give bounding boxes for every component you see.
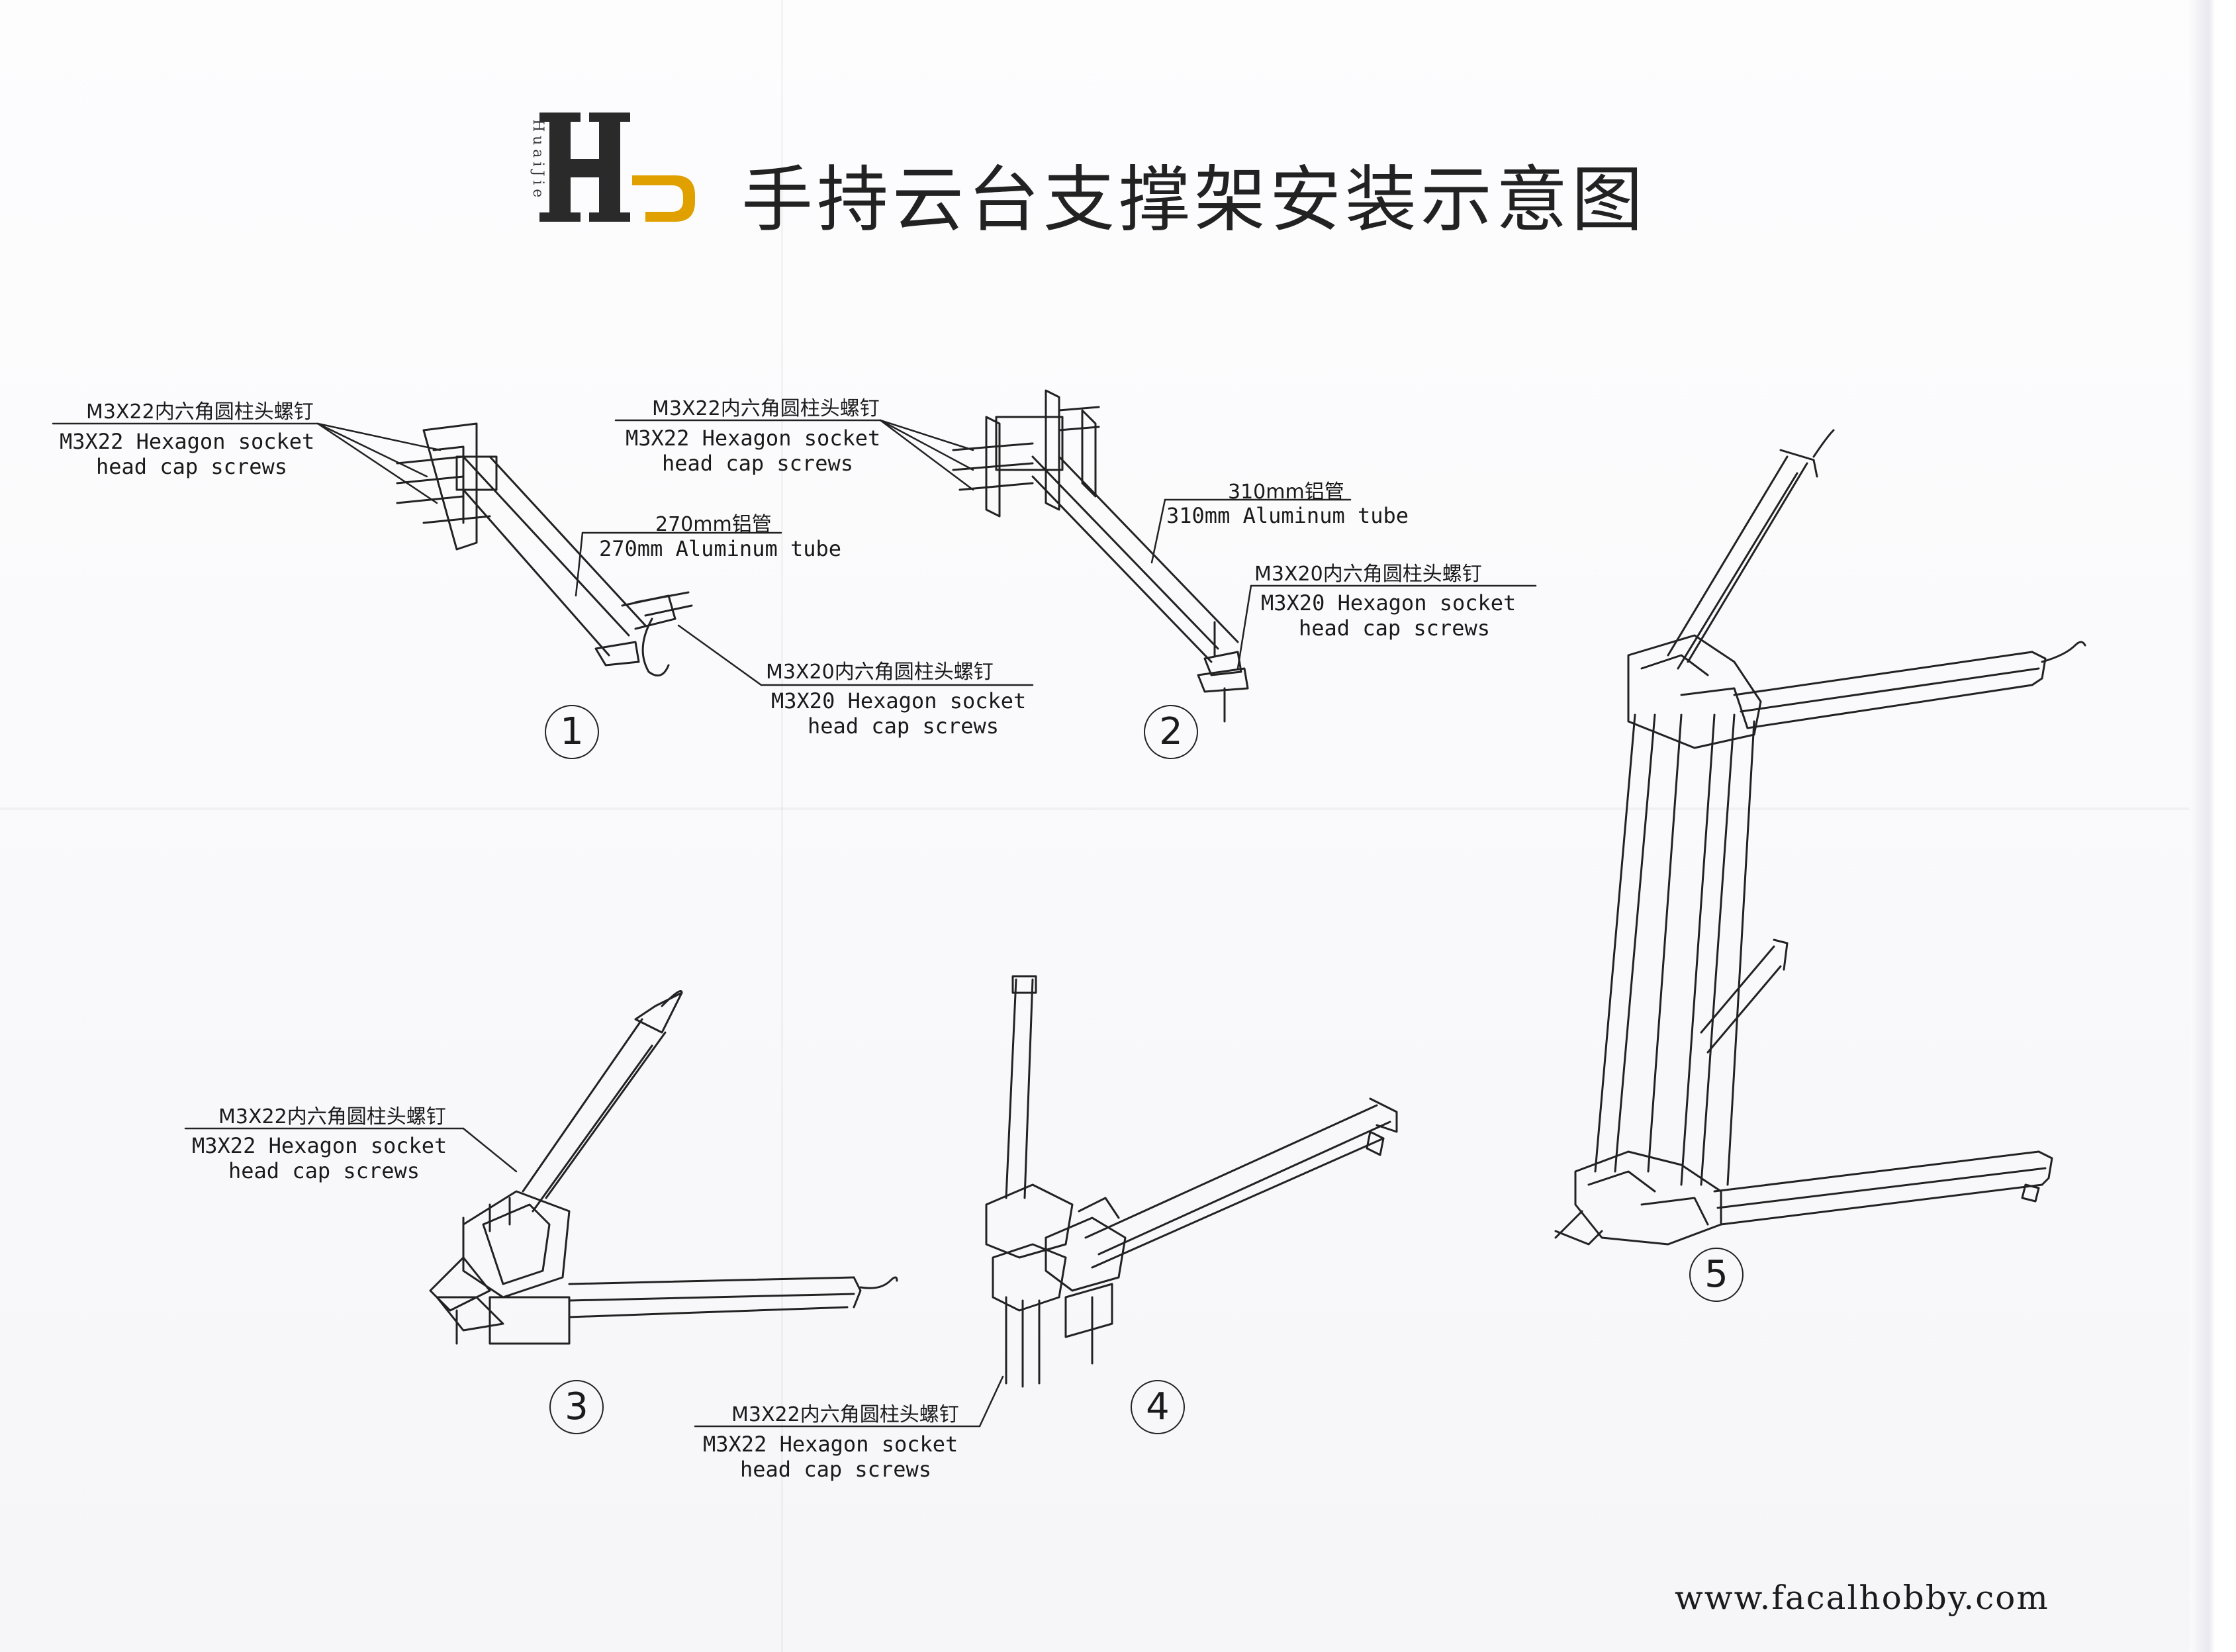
page-title: 手持云台支撑架安装示意图	[741, 159, 1648, 242]
s1-screw-top-cn: M3X22内六角圆柱头螺钉	[86, 400, 314, 424]
step-number-1: 1	[545, 705, 599, 759]
s1-screw-bot-en1: M3X20 Hexagon socket	[771, 688, 1027, 713]
logo-vertical-text: HuaiJie	[530, 119, 546, 202]
s4-screw-cn: M3X22内六角圆柱头螺钉	[731, 1403, 959, 1426]
s2-screw-top-en2: head cap screws	[662, 451, 853, 476]
step-number-3: 3	[549, 1380, 604, 1434]
s3-screw-cn: M3X22内六角圆柱头螺钉	[218, 1105, 446, 1128]
s3-screw-en1: M3X22 Hexagon socket	[192, 1133, 447, 1158]
s1-tube-cn: 270mm铝管	[655, 513, 772, 536]
s4-screw-en2: head cap screws	[740, 1457, 931, 1482]
step2-drawing	[952, 389, 1249, 723]
website-url: www.facalhobby.com	[1675, 1579, 2049, 1617]
paper-edge	[2190, 0, 2236, 1652]
s1-screw-top-en2: head cap screws	[96, 454, 287, 479]
step4-drawing	[985, 975, 1398, 1388]
step3-drawing	[429, 990, 898, 1345]
s2-tube-cn: 310mm铝管	[1228, 481, 1344, 504]
s2-screw-top-cn: M3X22内六角圆柱头螺钉	[652, 397, 880, 420]
s1-screw-top-en1: M3X22 Hexagon socket	[60, 429, 315, 454]
s4-screw-en1: M3X22 Hexagon socket	[703, 1432, 958, 1457]
s2-screw-bot-en2: head cap screws	[1299, 616, 1490, 641]
s1-screw-bot-en2: head cap screws	[808, 713, 999, 739]
s2-screw-bot-cn: M3X20内六角圆柱头螺钉	[1254, 563, 1482, 586]
leader-lines	[52, 419, 1537, 1428]
step-number-4: 4	[1131, 1380, 1185, 1434]
step1-drawing	[396, 422, 693, 677]
s2-tube-en: 310mm Aluminum tube	[1166, 503, 1409, 528]
step5-drawing	[1554, 429, 2086, 1246]
brand-logo	[539, 113, 695, 222]
step-number-2: 2	[1144, 705, 1198, 759]
s2-screw-bot-en1: M3X20 Hexagon socket	[1261, 590, 1516, 616]
s3-screw-en2: head cap screws	[228, 1158, 420, 1183]
s2-screw-top-en1: M3X22 Hexagon socket	[626, 426, 881, 451]
s1-screw-bot-cn: M3X20内六角圆柱头螺钉	[766, 661, 994, 684]
step-number-5: 5	[1689, 1248, 1744, 1302]
s1-tube-en: 270mm Aluminum tube	[599, 536, 842, 561]
